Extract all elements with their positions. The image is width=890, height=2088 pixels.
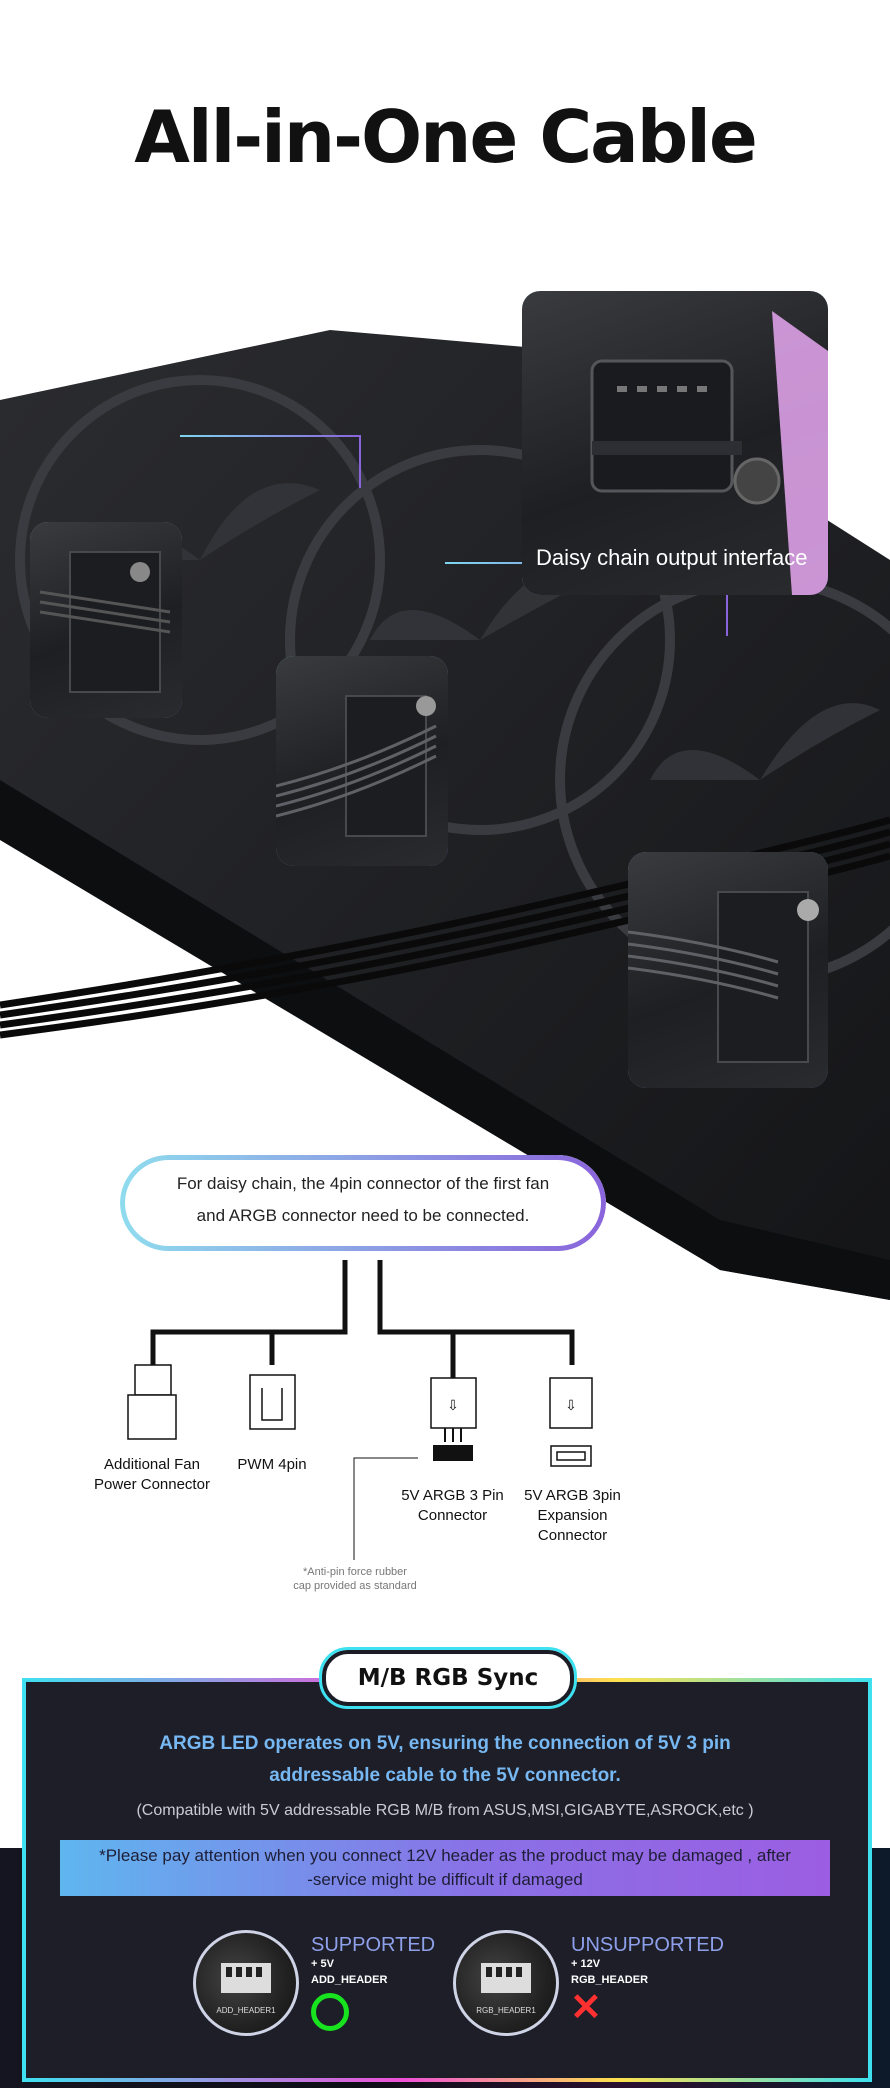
zoom-daisy-chain: Daisy chain output interface (518, 287, 832, 599)
unsupported-title: UNSUPPORTED (571, 1934, 724, 1956)
daisy-connector-detail (590, 311, 828, 595)
sync-heading-line-2: addressable cable to the 5V connector. (269, 1765, 621, 1786)
connector-diagram: ⇩ ⇩ (127, 1260, 593, 1560)
unsupported-header: RGB_HEADER (571, 1974, 649, 1986)
supported-title: SUPPORTED (311, 1934, 436, 1956)
supported-header-photo: ADD_HEADER1 (193, 1930, 299, 2036)
unsupported-voltage: + 12V (571, 1958, 601, 1970)
argb-3pin-plug: ⇩ (430, 1377, 477, 1461)
supported-header: ADD_HEADER (311, 1974, 388, 1986)
warning-line-2: -service might be difficult if damaged (307, 1870, 583, 1889)
zoom-fan-connector-2 (272, 652, 452, 870)
zoom-fan-connector-1 (26, 518, 186, 722)
radiator-edge (0, 780, 890, 1300)
supported-pcb-text: ADD_HEADER1 (216, 2006, 276, 2015)
label-argb-3pin: 5V ARGB 3 Pin Connector (401, 1487, 504, 1524)
svg-text:⇩: ⇩ (447, 1397, 459, 1413)
svg-text:⇩: ⇩ (565, 1397, 577, 1413)
unsupported-x-icon: ✕ (570, 1987, 602, 2029)
page-title: All-in-One Cable (134, 95, 758, 179)
callout-line-2: and ARGB connector need to be connected. (196, 1206, 530, 1225)
label-pwm-4pin: PWM 4pin (237, 1456, 307, 1473)
supported-voltage: + 5V (311, 1958, 334, 1970)
callout-line-1: For daisy chain, the 4pin connector of t… (176, 1174, 550, 1193)
rgb-sync-badge: M/B RGB Sync (319, 1647, 577, 1709)
pwm-4pin-plug (249, 1374, 296, 1430)
warning-line-1: *Please pay attention when you connect 1… (99, 1846, 791, 1865)
label-additional-fan-power: Additional Fan Power Connector (94, 1456, 210, 1493)
warning-banner: *Please pay attention when you connect 1… (60, 1840, 830, 1896)
sync-heading-line-1: ARGB LED operates on 5V, ensuring the co… (159, 1733, 731, 1754)
zoom-fan-connector-3 (624, 848, 832, 1092)
fan-ring-1 (15, 375, 385, 745)
label-argb-expansion: 5V ARGB 3pin Expansion Connector (524, 1487, 621, 1544)
sync-compatibility: (Compatible with 5V addressable RGB M/B … (136, 1802, 754, 1819)
fan-ring-2 (285, 445, 675, 835)
argb-3pin-expansion-plug: ⇩ (549, 1377, 593, 1467)
additional-fan-power-plug (127, 1364, 177, 1440)
daisy-chain-caption: Daisy chain output interface (536, 545, 808, 570)
unsupported-pcb-text: RGB_HEADER1 (476, 2006, 536, 2015)
daisy-chain-callout: For daisy chain, the 4pin connector of t… (120, 1155, 606, 1251)
supported-check-icon (311, 1993, 349, 2031)
anti-pin-note: *Anti-pin force rubber cap provided as s… (293, 1566, 417, 1592)
unsupported-header-photo: RGB_HEADER1 (453, 1930, 559, 2036)
